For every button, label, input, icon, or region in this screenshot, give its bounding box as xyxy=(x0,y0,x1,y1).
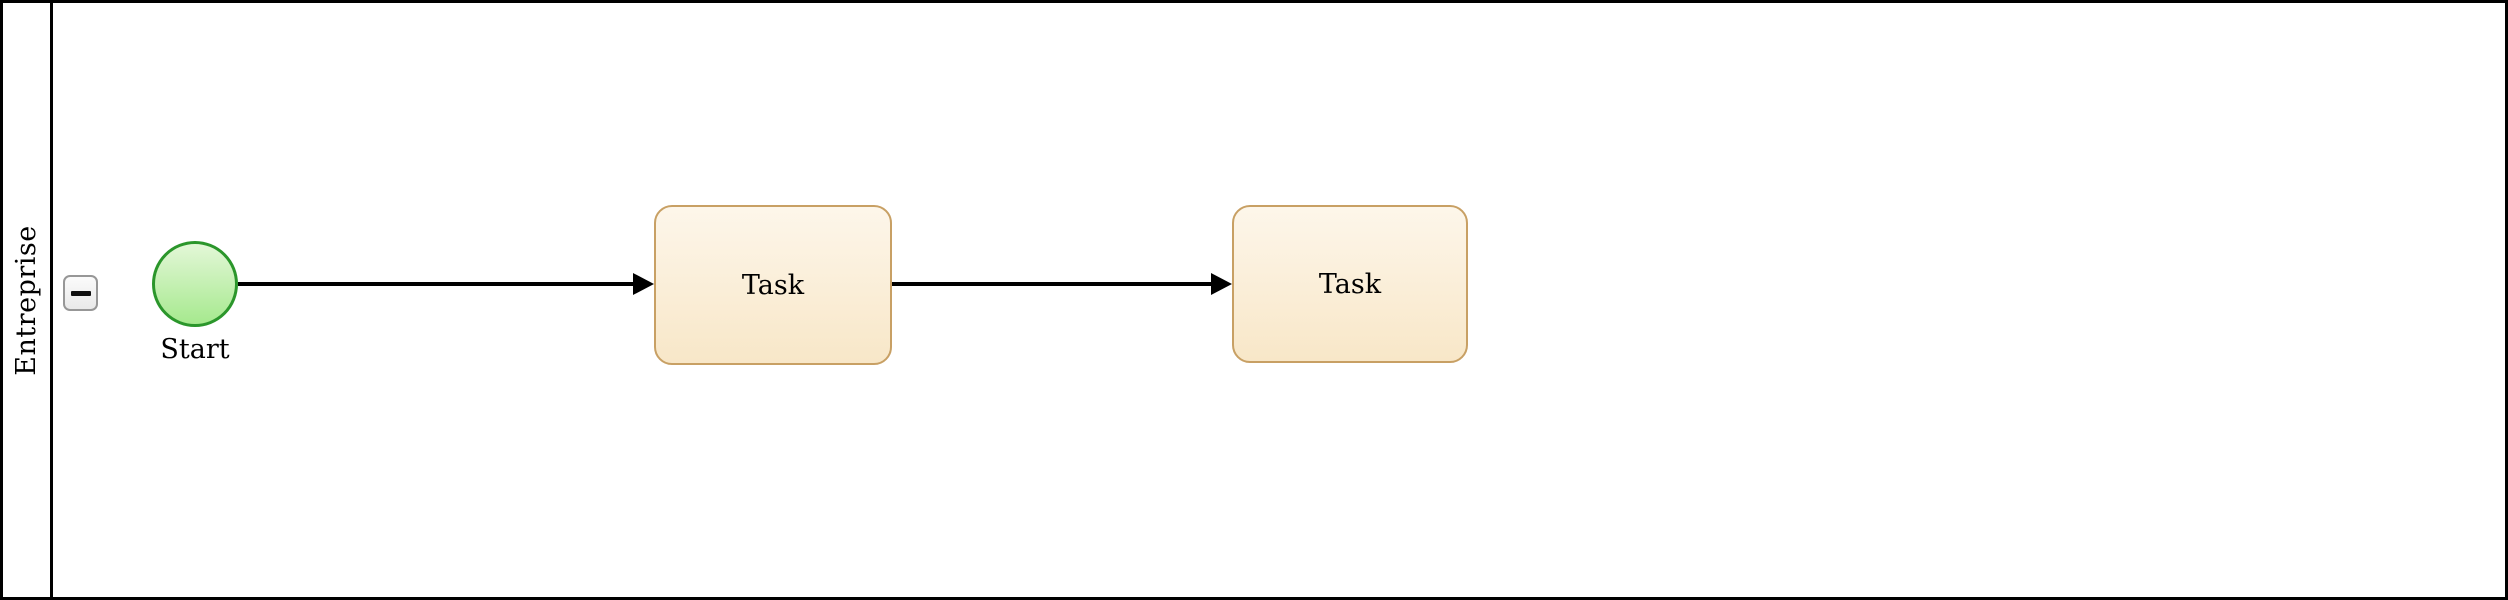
sequence-flow-task1-to-task2[interactable] xyxy=(892,282,1211,286)
minus-icon xyxy=(70,290,91,296)
arrowhead-icon xyxy=(1211,273,1232,295)
arrowhead-icon xyxy=(633,273,654,295)
pool-collapse-button[interactable] xyxy=(63,275,98,311)
task-1-label: Task xyxy=(741,269,805,301)
task-2-node[interactable]: Task xyxy=(1232,205,1468,363)
task-2-label: Task xyxy=(1318,268,1382,300)
pool-label-band[interactable]: Entreprise xyxy=(3,3,53,597)
task-1-node[interactable]: Task xyxy=(654,205,892,365)
start-event-node[interactable] xyxy=(152,241,238,327)
start-event-label: Start xyxy=(160,334,230,365)
pool-label: Entreprise xyxy=(11,224,42,376)
sequence-flow-start-to-task1[interactable] xyxy=(238,282,634,286)
